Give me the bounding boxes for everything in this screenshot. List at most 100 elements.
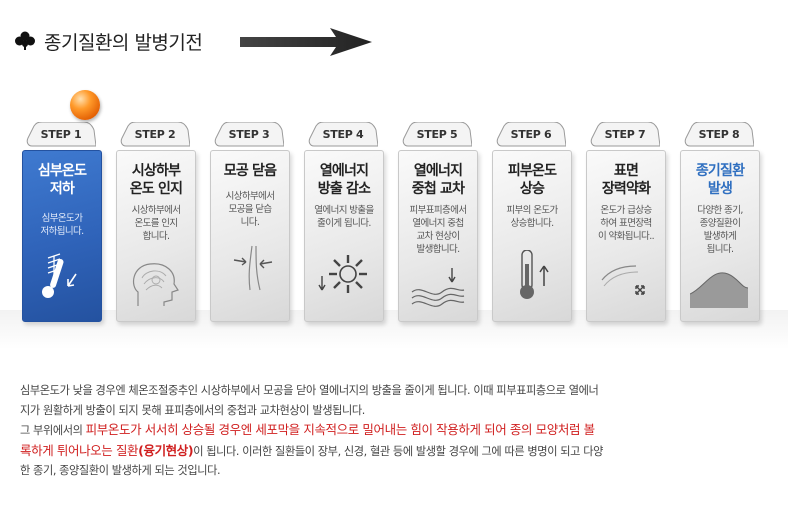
step-tab-label: STEP 1	[40, 128, 82, 141]
step-tab: STEP 5	[402, 121, 473, 148]
para-line-3: 그 부위에서의 피부온도가 서서히 상승될 경우엔 세포막을 지속적으로 밀어내…	[20, 420, 772, 441]
step-description-line: 피부표피층에서	[409, 205, 468, 216]
step-title-line: 중첩 교차	[411, 181, 465, 197]
step-title-line: 방출 감소	[317, 181, 371, 197]
para-line-4-highlight: 록하게 튀어나오는 질환	[20, 442, 139, 458]
para-line-4-bold: (융기현상)	[138, 442, 194, 458]
description-paragraph: 심부온도가 낮을 경우엔 체온조절중추인 시상하부에서 모공을 닫아 열에너지의…	[20, 381, 772, 481]
step-title-line: 상승	[519, 181, 545, 197]
thermometer-cold-icon	[32, 252, 90, 302]
step-card-background	[304, 150, 384, 322]
step-title-line: 발생	[707, 181, 733, 197]
waves-cross-icon	[408, 262, 466, 312]
step-description-line: 심부온도가	[41, 213, 83, 224]
para-line-5: 한 종기, 종양질환이 발생하게 되는 것입니다.	[20, 464, 221, 477]
brain-head-icon	[126, 258, 184, 308]
step-title-line: 시상하부	[131, 163, 181, 179]
step-title: 모공 닫음	[214, 162, 286, 180]
step-description-line: 합니다.	[142, 231, 170, 242]
step-description-line: 니다.	[240, 217, 260, 228]
step-description-line: 상승합니다.	[510, 218, 554, 229]
para-line-4: 록하게 튀어나오는 질환(융기현상)이 됩니다. 이러한 질환들이 장부, 신경…	[20, 441, 772, 462]
step-description-line: 모공을 닫습	[228, 204, 272, 215]
step-card-background	[398, 150, 478, 322]
step-description-line: 온도를 인지	[134, 218, 178, 229]
arrow-right-icon	[240, 28, 372, 56]
step-card-background	[586, 150, 666, 322]
step-card-background	[22, 150, 102, 322]
surface-expand-icon	[596, 260, 654, 310]
step-title-line: 표면	[613, 163, 639, 179]
step-description-line: 피부의 온도가	[506, 205, 558, 216]
step-description-line: 교차 현상이	[416, 231, 460, 242]
step-description-line: 하여 표면장력	[600, 218, 652, 229]
step-card-background	[210, 150, 290, 322]
step-description-line: 다양한 종기,	[697, 205, 743, 216]
step-tab-label: STEP 5	[416, 128, 458, 141]
step-tab: STEP 7	[590, 121, 661, 148]
skin-lump-icon	[689, 258, 749, 308]
step-tab-label: STEP 2	[134, 128, 176, 141]
step-title-line: 피부온도	[507, 163, 557, 179]
step-description-line: 시상하부에서	[225, 191, 275, 202]
section-header: 종기질환의 발병기전	[14, 24, 203, 58]
step-title-line: 장력약화	[601, 181, 651, 197]
sun-heat-icon	[314, 250, 372, 300]
step-tab-label: STEP 4	[322, 128, 364, 141]
step-description-line: 저하됩니다.	[40, 226, 84, 237]
step-tab-label: STEP 6	[510, 128, 552, 141]
thermometer-hot-icon	[502, 249, 560, 300]
step-tab-label: STEP 8	[698, 128, 740, 141]
para-line-3-highlight: 피부온도가 서서히 상승될 경우엔 세포막을 지속적으로 밀어내는 힘이 작용하…	[85, 422, 595, 437]
step-title-line: 열에너지	[319, 163, 369, 179]
step-tab: STEP 8	[684, 121, 755, 148]
step-card-background	[116, 150, 196, 322]
step-tab: STEP 2	[120, 121, 191, 148]
para-line-1: 심부온도가 낮을 경우엔 체온조절중추인 시상하부에서 모공을 닫아 열에너지의…	[20, 384, 599, 397]
step-title-line: 종기질환	[695, 163, 745, 179]
para-line-4-post: 이 됩니다. 이러한 질환들이 장부, 신경, 혈관 등에 발생할 경우에 그에…	[193, 444, 603, 458]
step-tab-label: STEP 3	[228, 128, 270, 141]
step-description-line: 줄이게 됩니다.	[317, 218, 371, 229]
step-tab-label: STEP 7	[604, 128, 646, 141]
orange-ball-marker	[70, 90, 100, 120]
step-title-line: 온도 인지	[129, 181, 183, 197]
step-description-line: 이 약화됩니다..	[597, 231, 655, 242]
step-title-line: 모공 닫음	[223, 163, 277, 179]
step-tab: STEP 6	[496, 121, 567, 148]
step-description-line: 열에너지 방출을	[314, 205, 374, 216]
step-title-line: 열에너지	[413, 163, 463, 179]
para-line-3-pre: 그 부위에서의	[20, 424, 86, 437]
step-description-line: 됩니다.	[706, 244, 734, 255]
pore-close-icon	[220, 242, 278, 292]
step-description-line: 온도가 급상승	[600, 205, 652, 216]
step-description-line: 종양질환이	[699, 218, 741, 229]
page-title: 종기질환의 발병기전	[44, 31, 203, 54]
step-description-line: 발생합니다.	[416, 244, 460, 255]
para-line-2: 지가 원활하게 방출이 되지 못해 표피층에서의 중첩과 교차현상이 발생됩니다…	[20, 403, 365, 417]
step-tab: STEP 3	[214, 121, 285, 148]
step-description-line: 열에너지 중첩	[412, 218, 464, 229]
step-tab: STEP 4	[308, 121, 379, 148]
